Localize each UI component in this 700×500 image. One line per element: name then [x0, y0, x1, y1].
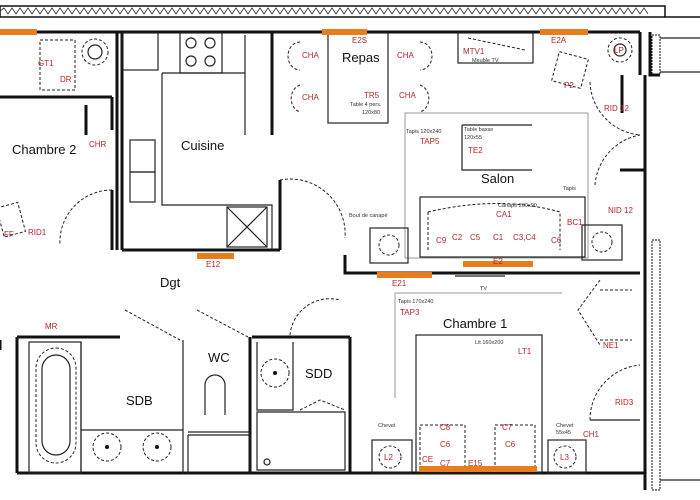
code-label: TE2 [468, 146, 483, 155]
code-label: E12 [206, 260, 221, 269]
note: Tapis 170x240 [398, 299, 433, 305]
note: TV [480, 286, 487, 292]
code-label: NE1 [603, 341, 619, 350]
code-label: C6 [505, 440, 516, 449]
code-label: C3,C4 [513, 233, 536, 242]
note: 120x80 [362, 110, 380, 116]
code-label: C5 [470, 233, 481, 242]
note: 55x45 [556, 430, 571, 436]
code-label: LP [614, 46, 624, 55]
code-label: C2 [452, 233, 463, 242]
exterior-wall-top [0, 5, 700, 18]
code-label: CHA [399, 91, 417, 100]
code-label: CA1 [496, 210, 512, 219]
code-label: CHA [302, 51, 320, 60]
note: 120x55 [464, 135, 482, 141]
code-label: CE [422, 455, 433, 464]
code-label: LT1 [518, 347, 532, 356]
note: Canapé 200x90 [498, 203, 537, 209]
code-label: L3 [560, 453, 569, 462]
code-label: E15 [468, 459, 483, 468]
walls [0, 30, 660, 490]
code-label: TAP3 [400, 308, 420, 317]
room-salon: Salon [481, 171, 514, 186]
code-label: E2A [551, 36, 567, 45]
code-label: L2 [384, 453, 393, 462]
note: Chevet [378, 423, 396, 429]
code-label: RID3 [615, 398, 634, 407]
room-chambre-1: Chambre 1 [443, 316, 507, 331]
kitchen-fixtures [59, 32, 346, 250]
code-label: NID 12 [608, 206, 633, 215]
code-label: FF [4, 230, 14, 239]
note: Meuble TV [472, 58, 499, 64]
code-label: TR5 [364, 91, 380, 100]
room-wc: WC [208, 350, 230, 365]
code-label: E2S [352, 36, 367, 45]
code-label: DR [60, 75, 72, 84]
room-sdb: SDB [126, 393, 153, 408]
code-label: E2 [493, 257, 503, 266]
note: Bout de canapé [349, 213, 388, 219]
code-label: C7 [440, 459, 451, 468]
code-label: GT1 [38, 59, 54, 68]
note: Chevet [556, 423, 574, 429]
code-label: P2 [564, 81, 574, 90]
code-label: CHA [397, 51, 415, 60]
light-strips [0, 29, 588, 472]
code-label: MR [45, 322, 58, 331]
note: Lit 160x200 [475, 340, 503, 346]
code-label: TAP5 [420, 137, 440, 146]
salon-furniture [369, 112, 623, 264]
equipment-codes: E2S CHA CHA CHA CHA CHR TR5 Table 4 pers… [4, 36, 634, 468]
code-label: C7 [502, 423, 513, 432]
room-cuisine: Cuisine [181, 138, 224, 153]
code-label: CHA [302, 93, 320, 102]
code-label: C9 [436, 236, 447, 245]
code-label: CH1 [583, 430, 600, 439]
chambre2-furniture [0, 38, 109, 238]
room-chambre-2: Chambre 2 [12, 142, 76, 157]
code-label: C6 [551, 236, 562, 245]
note: Table basse [464, 127, 493, 133]
room-sdd: SDD [305, 366, 332, 381]
bathroom-fixtures [28, 298, 346, 474]
code-label: CHR [89, 140, 107, 149]
code-label: C8 [440, 423, 451, 432]
code-label: RID 12 [604, 104, 629, 113]
note: Table 4 pers. [350, 102, 382, 108]
note: Tapis [563, 186, 576, 192]
code-label: C1 [493, 233, 504, 242]
code-label: C6 [440, 440, 451, 449]
room-repas: Repas [342, 50, 380, 65]
code-label: MTV1 [463, 47, 485, 56]
exterior-wall-right [651, 34, 700, 491]
note: Tapis 120x240 [406, 129, 441, 135]
code-label: RID1 [28, 228, 47, 237]
code-label: E21 [392, 279, 407, 288]
code-label: BC1 [567, 218, 583, 227]
room-degagement: Dgt [160, 275, 181, 290]
